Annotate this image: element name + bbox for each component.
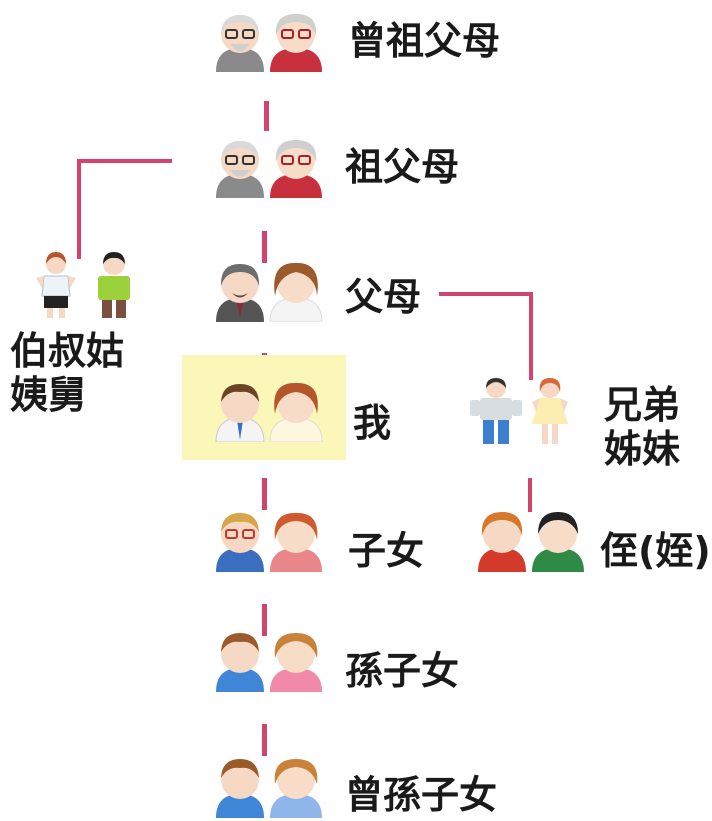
parents-icon	[212, 260, 324, 322]
connector-children-grandchildren	[262, 604, 267, 636]
connector-grandchildren-great-grandchildren	[262, 724, 267, 756]
children-icon	[212, 510, 324, 572]
connector-grandparents-parents	[262, 231, 267, 263]
nephews-icon	[474, 510, 586, 572]
label-uncles-aunts: 伯叔姑 姨舅	[10, 329, 125, 417]
connector-siblings-nephews	[528, 478, 532, 512]
label-grandchildren: 孫子女	[345, 649, 460, 693]
label-great-grandparents: 曾祖父母	[348, 19, 501, 63]
connector-uncles-horizontal	[79, 159, 172, 163]
grandchildren-icon	[212, 630, 324, 692]
label-self: 我	[353, 401, 392, 445]
label-parents: 父母	[345, 275, 422, 319]
label-grandparents: 祖父母	[345, 145, 460, 189]
connector-self-children	[262, 478, 267, 510]
grandparents-icon	[212, 136, 324, 198]
self-icon	[212, 380, 324, 442]
uncles-aunts-icon	[26, 252, 146, 318]
label-nephews: 侄(姪)	[600, 529, 711, 573]
siblings-icon	[466, 378, 582, 444]
label-children: 子女	[348, 529, 425, 573]
label-great-grandchildren: 曾孫子女	[345, 773, 498, 817]
great-grandparents-icon	[212, 10, 324, 72]
label-siblings: 兄弟 姊妹	[604, 383, 681, 471]
self-highlight	[182, 355, 346, 460]
connector-siblings-horizontal	[439, 292, 532, 296]
connector-uncles-vertical	[77, 159, 81, 259]
great-grandchildren-icon	[212, 756, 324, 818]
connector-great-grandparents-grandparents	[264, 101, 269, 131]
connector-siblings-vertical	[529, 292, 533, 380]
